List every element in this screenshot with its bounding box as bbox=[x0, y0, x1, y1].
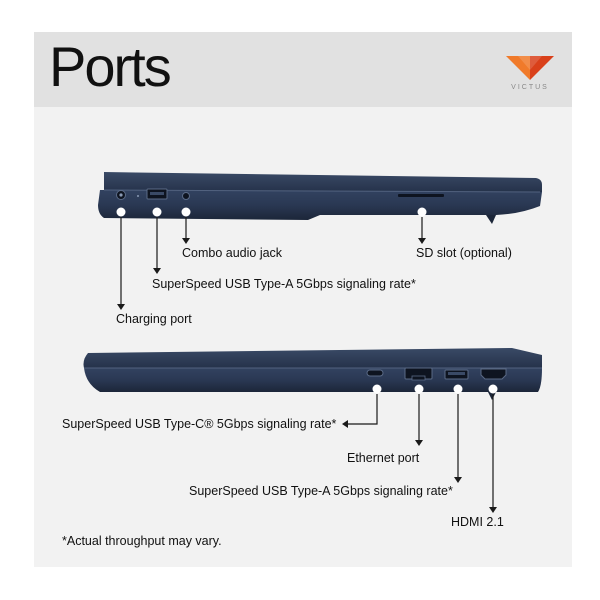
sd-slot-icon bbox=[398, 194, 444, 197]
charging-port-label: Charging port bbox=[116, 312, 192, 326]
content-panel bbox=[34, 32, 572, 567]
header-bar bbox=[34, 32, 572, 107]
hdmi-port-icon bbox=[480, 368, 507, 380]
sd-slot-label: SD slot (optional) bbox=[416, 246, 512, 260]
footnote: *Actual throughput may vary. bbox=[62, 534, 222, 548]
usb-a-right-label: SuperSpeed USB Type-A 5Gbps signaling ra… bbox=[189, 484, 453, 498]
page-title: Ports bbox=[49, 35, 172, 98]
brand-name: VICTUS bbox=[511, 84, 549, 91]
laptop-right-side-view bbox=[83, 348, 542, 513]
audio-jack-icon bbox=[182, 192, 190, 200]
usb-c-label: SuperSpeed USB Type-C® 5Gbps signaling r… bbox=[62, 417, 337, 431]
hdmi-label: HDMI 2.1 bbox=[451, 515, 504, 529]
ethernet-port-label: Ethernet port bbox=[347, 451, 420, 465]
laptop-left-side-view bbox=[98, 172, 542, 310]
victus-v-logo-icon bbox=[506, 56, 554, 80]
usb-c-port-icon bbox=[366, 369, 384, 377]
audio-jack-label: Combo audio jack bbox=[182, 246, 283, 260]
usb-a-left-label: SuperSpeed USB Type-A 5Gbps signaling ra… bbox=[152, 277, 416, 291]
